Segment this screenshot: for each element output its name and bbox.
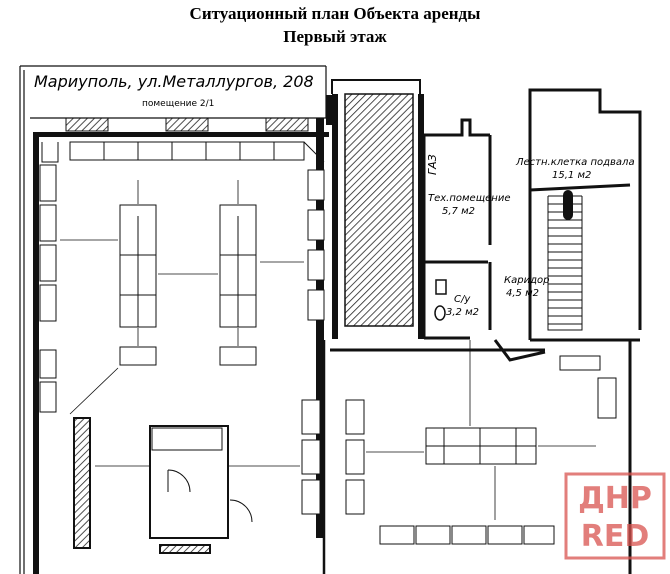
room-tech-label: Тех.помещение xyxy=(428,193,510,204)
room-corridor-area: 4,5 м2 xyxy=(506,288,539,299)
room-number-label: помещение 2/1 xyxy=(142,99,214,109)
room-corridor-label: Каридор xyxy=(504,275,549,286)
stair-flight xyxy=(547,195,583,331)
svg-text:ДНР: ДНР xyxy=(578,481,652,516)
stair-railing xyxy=(563,190,573,220)
watermark-logo: ДНР RED xyxy=(564,472,666,560)
toilet-icon xyxy=(435,279,447,295)
window-2 xyxy=(165,117,209,132)
room-gas-label: ГАЗ xyxy=(426,154,439,175)
sink-icon xyxy=(434,305,446,321)
island-units xyxy=(119,204,537,465)
page-subtitle: Первый этаж xyxy=(283,27,387,46)
counter xyxy=(159,544,211,554)
room-stairs-area: 15,1 м2 xyxy=(552,170,591,181)
window-3 xyxy=(265,117,309,132)
hatched-shaft xyxy=(344,93,414,327)
svg-text:RED: RED xyxy=(581,519,650,554)
room-stairs-label: Лестн.клетка подвала xyxy=(515,157,635,168)
page-title: Ситуационный план Объекта аренды xyxy=(189,4,481,23)
room-wc-area: 3,2 м2 xyxy=(446,307,479,318)
address-label: Мариуполь, ул.Металлургов, 208 xyxy=(34,72,314,91)
west-wall xyxy=(33,132,39,574)
right-rooms xyxy=(422,88,642,362)
perimeter-shelving xyxy=(39,141,617,545)
room-tech-area: 5,7 м2 xyxy=(442,206,475,217)
dimension-lines xyxy=(60,180,596,520)
window-1 xyxy=(65,117,109,132)
partition-block xyxy=(73,417,91,549)
room-wc-label: С/у xyxy=(454,294,471,305)
